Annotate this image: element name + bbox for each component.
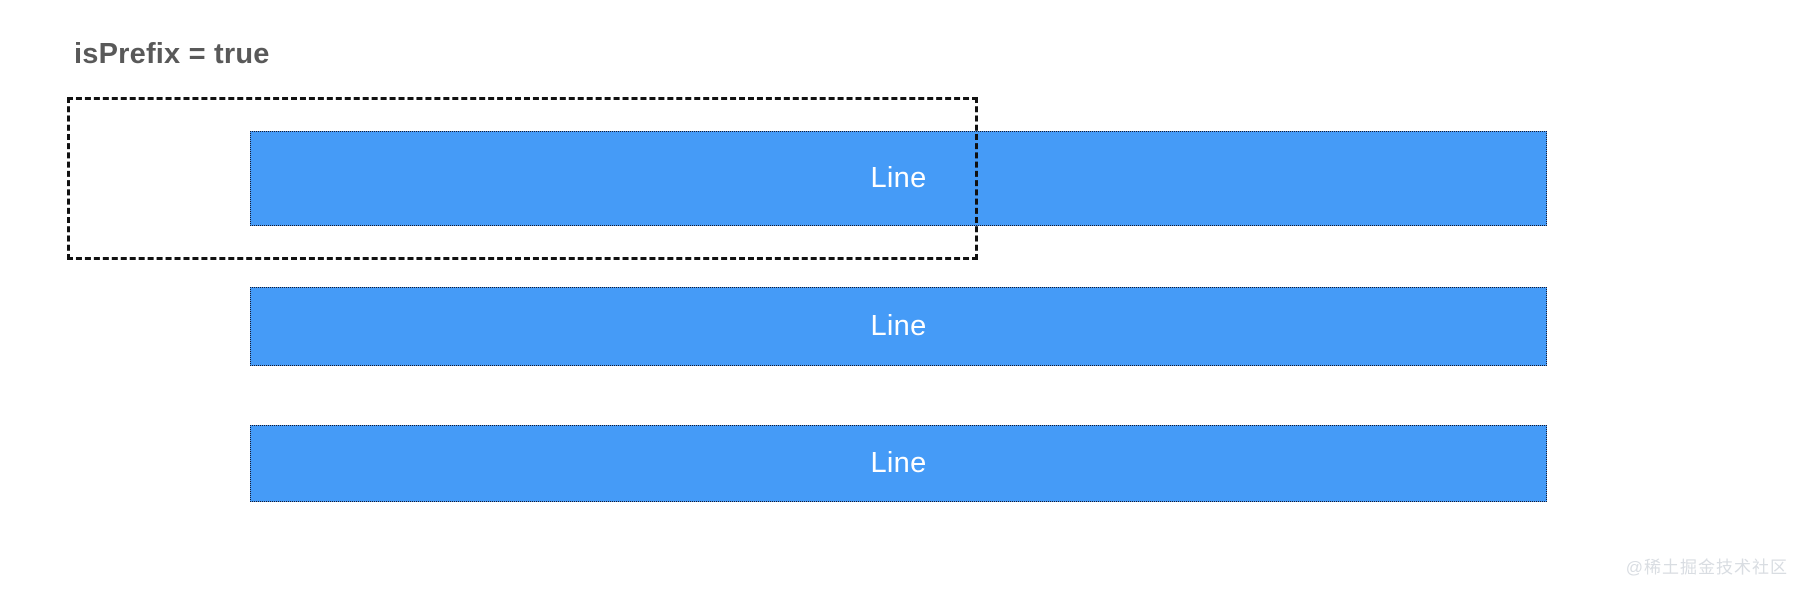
line-bar-label: Line	[870, 162, 927, 194]
watermark: @稀土掘金技术社区	[1625, 558, 1788, 577]
line-bar-label: Line	[870, 310, 927, 342]
line-bar-label: Line	[870, 447, 927, 479]
page-title: isPrefix = true	[74, 38, 270, 70]
line-bar-1[interactable]: Line	[250, 131, 1547, 226]
line-bar-3[interactable]: Line	[250, 425, 1547, 502]
line-bar-2[interactable]: Line	[250, 287, 1547, 366]
